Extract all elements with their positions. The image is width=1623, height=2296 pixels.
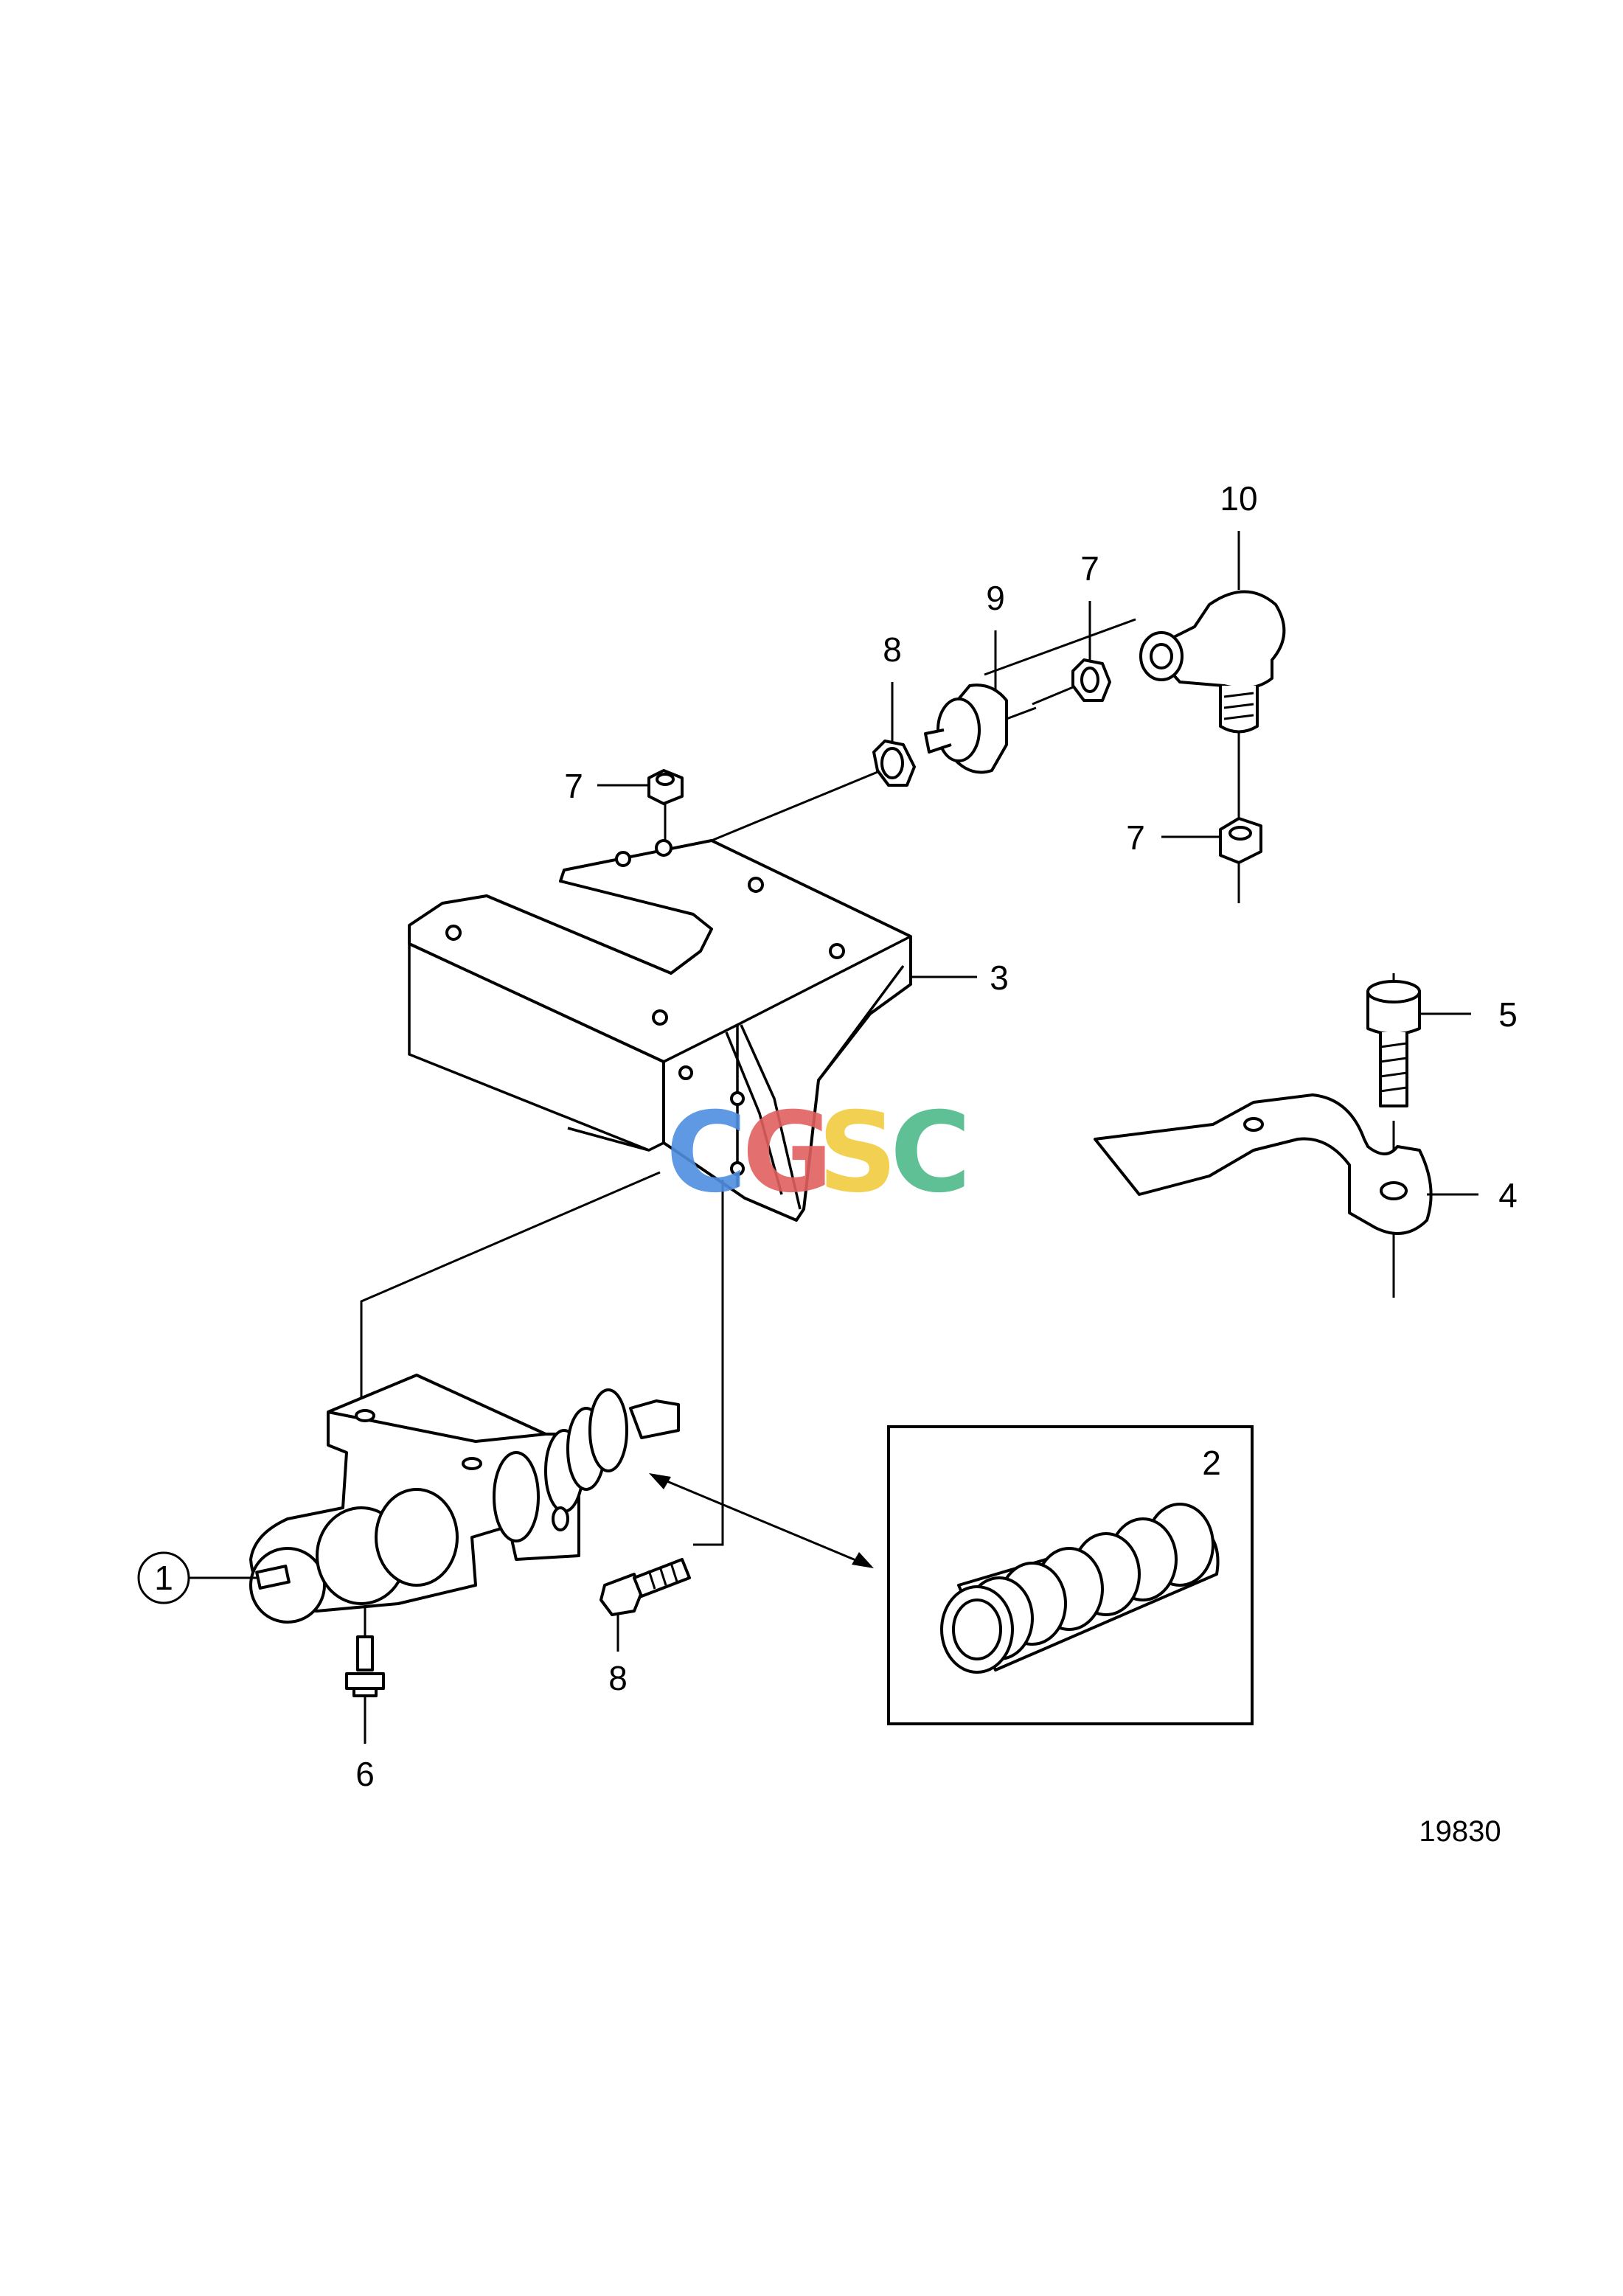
label-screw: 5 — [1498, 995, 1518, 1034]
label-boot: 2 — [1202, 1444, 1221, 1482]
flange-screw-part — [345, 1635, 385, 1744]
label-nut-bracket: 7 — [564, 767, 583, 805]
label-nut-small: 7 — [1080, 549, 1099, 588]
label-ball-joint: 10 — [1220, 479, 1257, 518]
inset-callout-arrow — [649, 1473, 874, 1568]
label-flange-screw: 6 — [355, 1755, 375, 1793]
figure-number: 19830 — [1419, 1815, 1501, 1848]
watermark-letter-g: G — [742, 1089, 833, 1217]
part-labels: 1 2 3 4 5 6 7 7 7 8 8 9 10 19830 — [154, 479, 1518, 1848]
label-lever: 4 — [1498, 1176, 1518, 1214]
watermark-letter-c2: C — [890, 1089, 971, 1217]
nut-large-part — [872, 740, 916, 787]
boot-inset — [887, 1425, 1254, 1725]
nut-bracket-part — [647, 769, 684, 841]
label-solenoid: 1 — [154, 1559, 173, 1597]
watermark-letter-s: S — [818, 1089, 897, 1217]
label-flange-bolt: 8 — [608, 1659, 628, 1697]
bracket-part — [408, 839, 977, 1222]
watermark-letter-c1: C — [666, 1089, 747, 1217]
flange-bolt-part — [599, 1558, 691, 1652]
label-nut-large: 8 — [883, 630, 902, 669]
callout-circle-1 — [137, 1551, 258, 1604]
rubber-mount-part — [924, 683, 1037, 774]
solenoid-part — [249, 1374, 680, 1624]
label-bracket: 3 — [990, 959, 1009, 997]
nut-bottom-part — [1219, 817, 1262, 864]
label-rubber-mount: 9 — [986, 579, 1005, 617]
screw-part — [1366, 980, 1471, 1107]
nut-small-part — [1071, 658, 1111, 702]
cgsc-watermark: C G S C — [666, 1089, 971, 1217]
label-nut-bottom: 7 — [1126, 818, 1145, 857]
lever-part — [1094, 1093, 1478, 1235]
ball-joint-part — [1139, 575, 1286, 734]
